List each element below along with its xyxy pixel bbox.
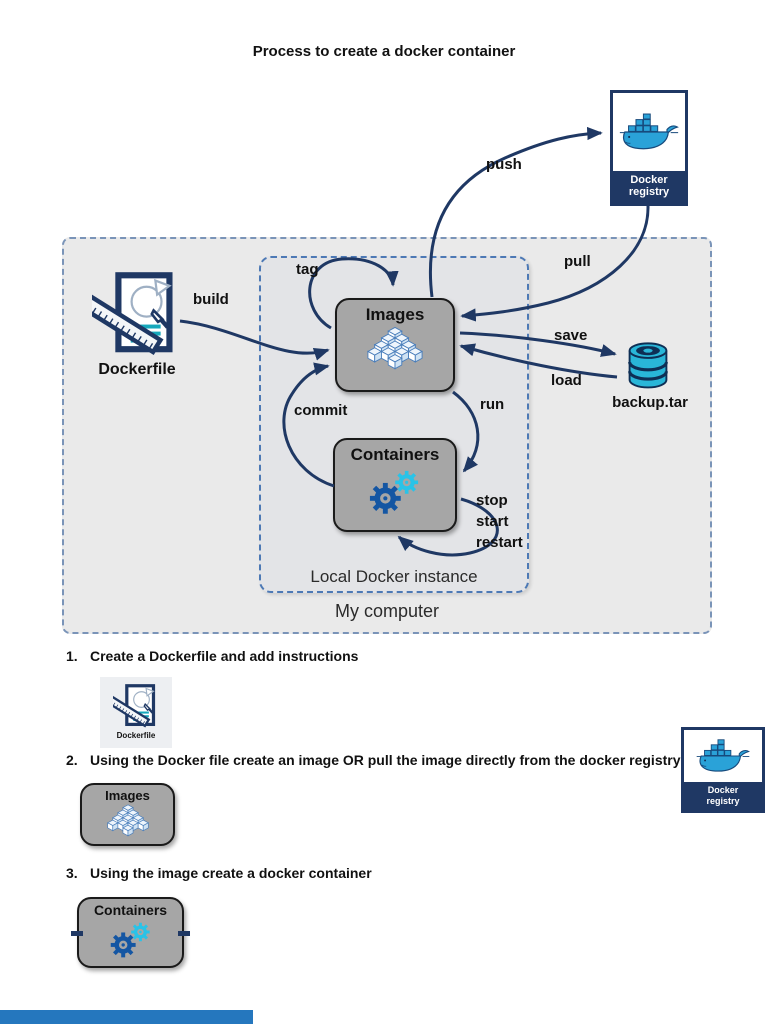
- edge-label-build: build: [193, 291, 229, 308]
- docker-registry-card-small: Docker registry: [681, 727, 765, 813]
- images-node: Images: [335, 298, 455, 392]
- edge-label-lifecycle: stop start restart: [476, 492, 523, 551]
- step-2-text: Using the Docker file create an image OR…: [90, 752, 681, 768]
- docker-whale-icon: [613, 93, 685, 171]
- database-icon: [625, 341, 671, 391]
- dockerfile-thumb-label: Dockerfile: [116, 731, 156, 740]
- step-3-number: 3.: [66, 865, 78, 881]
- dockerfile-icon: [92, 268, 180, 360]
- edge-label-pull: pull: [564, 253, 591, 270]
- images-thumbnail: Images: [80, 783, 175, 846]
- bottom-accent-bar: [0, 1010, 253, 1024]
- edge-label-tag: tag: [296, 261, 319, 278]
- docker-registry-label: Docker registry: [613, 170, 685, 203]
- my-computer-label: My computer: [334, 601, 440, 621]
- containers-thumbnail: Containers: [71, 897, 190, 968]
- arrow-stub-right: [178, 931, 190, 936]
- docker-registry-card: Docker registry: [610, 90, 688, 206]
- containers-label: Containers: [350, 445, 440, 464]
- containers-thumb-label: Containers: [93, 902, 168, 918]
- gears-icon: [359, 465, 431, 517]
- edge-label-load: load: [551, 372, 582, 389]
- step-1-text: Create a Dockerfile and add instructions: [90, 648, 359, 664]
- edge-label-run: run: [480, 396, 505, 413]
- images-label: Images: [365, 305, 425, 324]
- docker-whale-icon-small: [684, 730, 762, 782]
- containers-node: Containers: [333, 438, 457, 532]
- cubes-icon: [357, 325, 433, 373]
- dockerfile-thumbnail: Dockerfile: [100, 677, 172, 748]
- step-1-number: 1.: [66, 648, 78, 664]
- page-title: Process to create a docker container: [252, 43, 516, 60]
- backup-tar-label: backup.tar: [612, 394, 688, 411]
- gears-icon-small: [101, 918, 161, 960]
- cubes-icon-small: [100, 803, 156, 839]
- local-docker-instance-label: Local Docker instance: [310, 567, 478, 586]
- arrow-stub-left: [71, 931, 83, 936]
- edge-label-save: save: [554, 327, 588, 344]
- images-thumb-label: Images: [105, 788, 150, 803]
- step-3-text: Using the image create a docker containe…: [90, 865, 372, 881]
- dockerfile-label: Dockerfile: [98, 361, 176, 378]
- step-2-number: 2.: [66, 752, 78, 768]
- edge-label-push: push: [486, 156, 522, 173]
- edge-label-commit: commit: [294, 402, 348, 419]
- dockerfile-icon-small: [113, 683, 156, 728]
- docker-registry-label-small: Docker registry: [684, 782, 762, 810]
